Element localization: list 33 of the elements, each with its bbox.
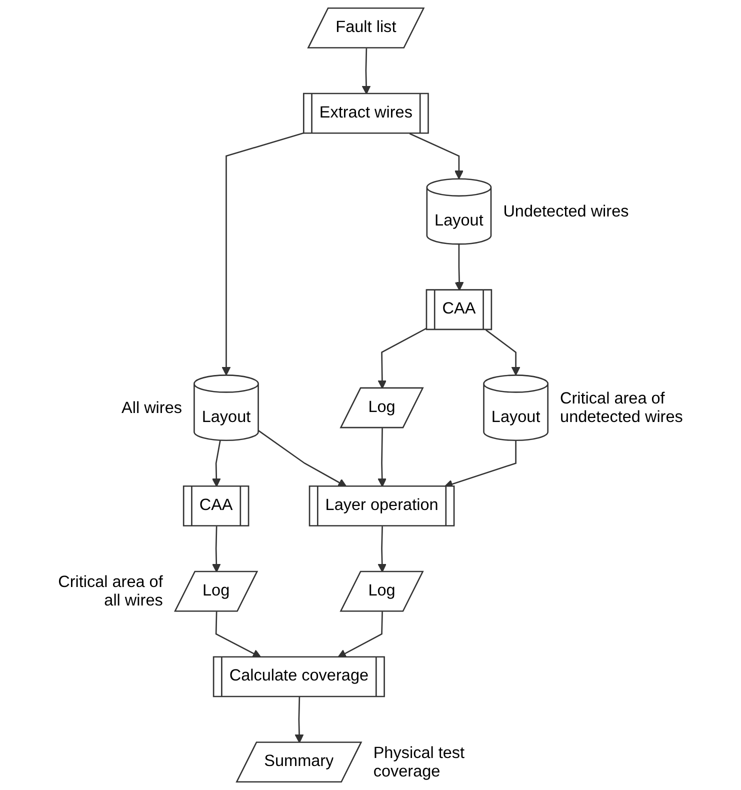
node-caption: Undetected wires	[503, 202, 629, 221]
arrow	[215, 612, 262, 658]
flowchart-node: Layer operation	[308, 485, 455, 526]
node-caption: All wires	[122, 398, 182, 417]
flowchart-node: Log	[340, 570, 424, 612]
flowchart-node: Log	[340, 387, 424, 428]
flowchart-node: Summary	[236, 742, 362, 783]
arrow	[212, 526, 221, 572]
arrow	[378, 526, 387, 572]
arrow	[362, 48, 371, 94]
flowchart-node: Layout	[194, 374, 259, 442]
flowchart-node: CAA	[426, 289, 492, 330]
arrow	[454, 244, 464, 291]
arrow	[222, 132, 304, 376]
node-caption: Critical area of all wires	[58, 573, 163, 610]
flowchart-node: Log	[174, 570, 258, 612]
arrow	[212, 440, 221, 488]
flowchart-node: Extract wires	[302, 92, 429, 134]
arrow	[409, 133, 464, 180]
arrow	[338, 612, 383, 658]
node-caption: Critical area of undetected wires	[560, 390, 683, 426]
node-caption: Physical test coverage	[373, 744, 465, 780]
arrow	[294, 697, 304, 744]
flowchart-node: Layout	[426, 178, 492, 245]
arrow	[485, 329, 520, 376]
flowchart-node: Calculate coverage	[212, 656, 385, 698]
arrow	[378, 428, 387, 488]
arrow	[378, 328, 428, 389]
flowchart-node: CAA	[182, 485, 250, 526]
flowchart-node: Fault list	[307, 7, 425, 48]
arrow	[444, 440, 516, 488]
arrow	[258, 430, 347, 488]
flowchart-node: Layout	[483, 374, 548, 442]
